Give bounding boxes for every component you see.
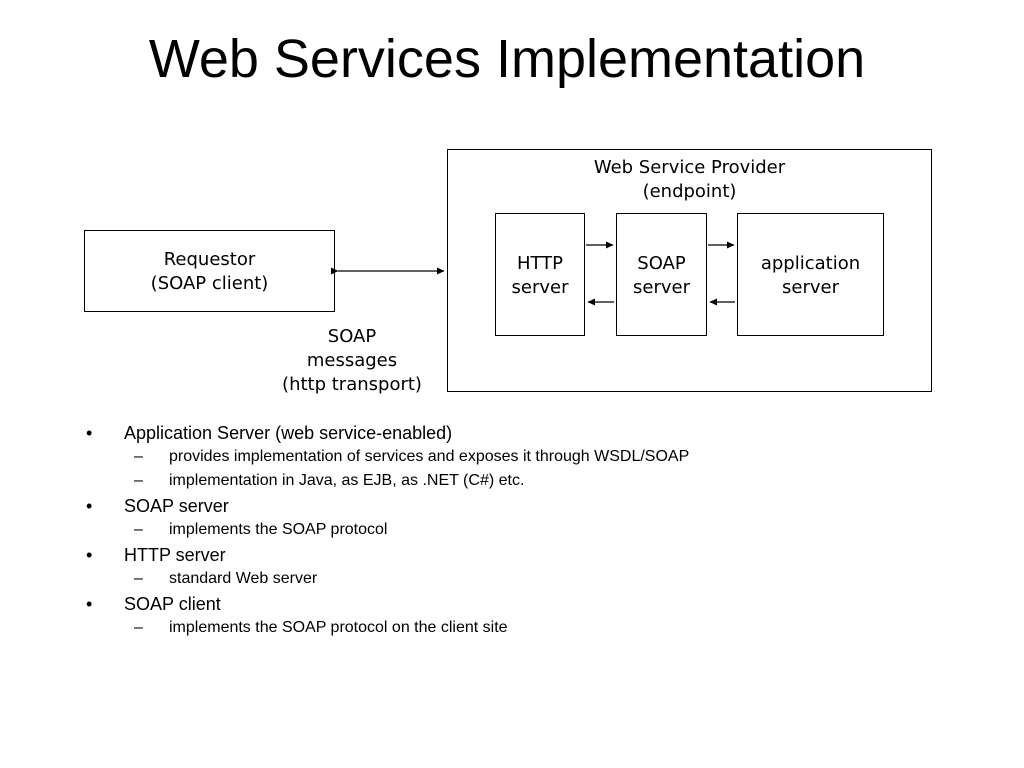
bullet-text: SOAP server — [124, 496, 229, 516]
requestor-label-line2: (SOAP client) — [150, 273, 269, 294]
sub-bullet-item: – implements the SOAP protocol on the cli… — [86, 616, 986, 640]
sub-bullet-text: implements the SOAP protocol on the clie… — [169, 619, 508, 636]
sub-bullet-item: – provides implementation of services and… — [86, 445, 986, 469]
sub-bullet-text: implementation in Java, as EJB, as .NET … — [169, 472, 525, 489]
slide-title: Web Services Implementation — [148, 29, 866, 89]
http-server-box — [495, 213, 585, 336]
bullet-text: Application Server (web service-enabled) — [124, 423, 453, 443]
application-server-label-line1: application — [760, 253, 861, 274]
soap-server-label-line2: server — [633, 277, 690, 298]
application-server-box — [737, 213, 884, 336]
requestor-label: Requestor (SOAP client) — [84, 248, 335, 296]
sub-bullet-item: – implements the SOAP protocol — [86, 518, 986, 542]
sub-bullet-item: – standard Web server — [86, 567, 986, 591]
sub-bullet-item: – implementation in Java, as EJB, as .NET… — [86, 469, 986, 493]
provider-label: Web Service Provider (endpoint) — [447, 156, 932, 204]
provider-label-line1: Web Service Provider — [593, 157, 786, 178]
dash-icon: – — [134, 570, 143, 587]
bullet-text: HTTP server — [124, 545, 226, 565]
soap-server-box — [616, 213, 707, 336]
sub-bullet-text: provides implementation of services and … — [169, 448, 690, 465]
soap-messages-line1: SOAP — [327, 326, 377, 347]
dash-icon: – — [134, 448, 143, 465]
requestor-label-line1: Requestor — [163, 249, 256, 270]
bullet-icon: • — [86, 423, 93, 443]
requestor-box — [84, 230, 335, 312]
dash-icon: – — [134, 619, 143, 636]
soap-server-label-line1: SOAP — [637, 253, 686, 274]
application-server-label: application server — [737, 252, 884, 300]
dash-icon: – — [134, 472, 143, 489]
bullet-item: • SOAP client — [86, 592, 986, 616]
bullet-item: • Application Server (web service-enabled… — [86, 421, 986, 445]
bullet-item: • HTTP server — [86, 543, 986, 567]
bullet-icon: • — [86, 594, 93, 614]
provider-label-line2: (endpoint) — [642, 181, 737, 202]
sub-bullet-text: standard Web server — [169, 570, 318, 587]
soap-messages-line3: (http transport) — [282, 374, 422, 395]
dash-icon: – — [134, 521, 143, 538]
bullet-icon: • — [86, 545, 93, 565]
http-server-label: HTTP server — [495, 252, 585, 300]
sub-bullet-text: implements the SOAP protocol — [169, 521, 388, 538]
http-server-label-line2: server — [511, 277, 569, 298]
bullet-text: SOAP client — [124, 594, 221, 614]
bullet-icon: • — [86, 496, 93, 516]
http-server-label-line1: HTTP — [516, 253, 564, 274]
soap-server-label: SOAP server — [616, 252, 707, 300]
soap-messages-label: SOAP messages (http transport) — [262, 325, 442, 397]
soap-messages-line2: messages — [306, 350, 398, 371]
bullet-item: • SOAP server — [86, 494, 986, 518]
bullet-list: • Application Server (web service-enabled… — [86, 420, 986, 640]
application-server-label-line2: server — [782, 277, 839, 298]
